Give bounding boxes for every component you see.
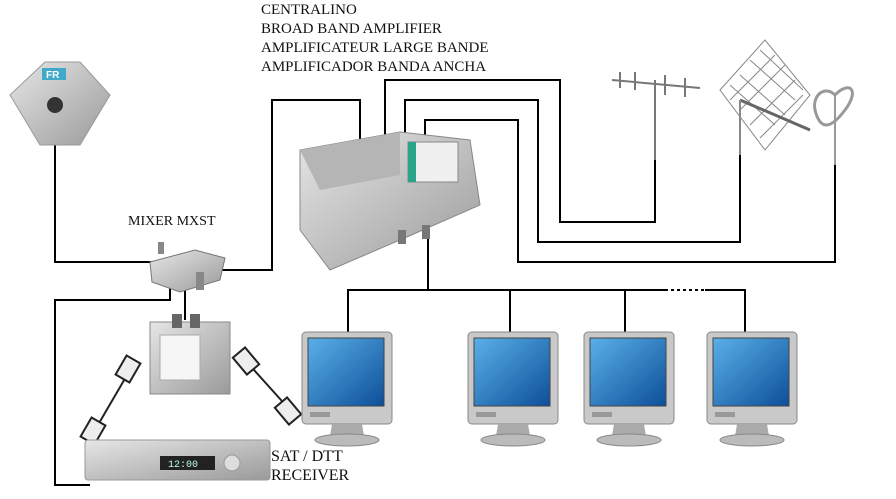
grid-antenna	[719, 39, 811, 155]
tv-2	[467, 331, 559, 447]
cables	[54, 79, 836, 486]
distribution-bus	[347, 289, 665, 335]
receiver-label: SAT / DTT RECEIVER	[271, 447, 349, 485]
tv-1	[301, 331, 393, 447]
dish-cable	[54, 140, 160, 263]
receiver-label-line2: RECEIVER	[271, 467, 350, 484]
mixer-label: MIXER MXST	[128, 214, 216, 229]
yagi-antenna	[611, 72, 701, 160]
dipole-antenna	[813, 86, 854, 165]
scart-splitter	[149, 314, 231, 395]
amplifier-label-line: CENTRALINO	[261, 2, 357, 18]
grid-antenna-cable	[404, 99, 741, 243]
receiver-display: 12:00	[168, 460, 198, 471]
sat-dtt-receiver: 12:00	[84, 439, 271, 481]
mixer-mxst	[149, 242, 226, 293]
broadband-amplifier	[299, 131, 481, 271]
yagi-antenna-cable	[384, 79, 656, 223]
amplifier-label-line: AMPLIFICADOR BANDA ANCHA	[261, 59, 487, 75]
tv-3	[583, 331, 675, 447]
amplifier-label: CENTRALINO BROAD BAND AMPLIFIER AMPLIFIC…	[261, 1, 489, 77]
amplifier-label-line: AMPLIFICATEUR LARGE BANDE	[261, 40, 489, 56]
satellite-dish: FR	[9, 61, 111, 146]
scart-cable-right	[231, 346, 303, 426]
tv-4	[706, 331, 798, 447]
dipole-antenna-cable	[424, 119, 836, 263]
amplifier-label-line: BROAD BAND AMPLIFIER	[261, 21, 442, 37]
mixer-to-amplifier-cable	[215, 99, 361, 271]
scart-cable-left	[79, 354, 142, 446]
receiver-label-line1: SAT / DTT	[271, 448, 343, 465]
dish-logo: FR	[46, 70, 60, 81]
receiver-cable	[54, 280, 171, 486]
